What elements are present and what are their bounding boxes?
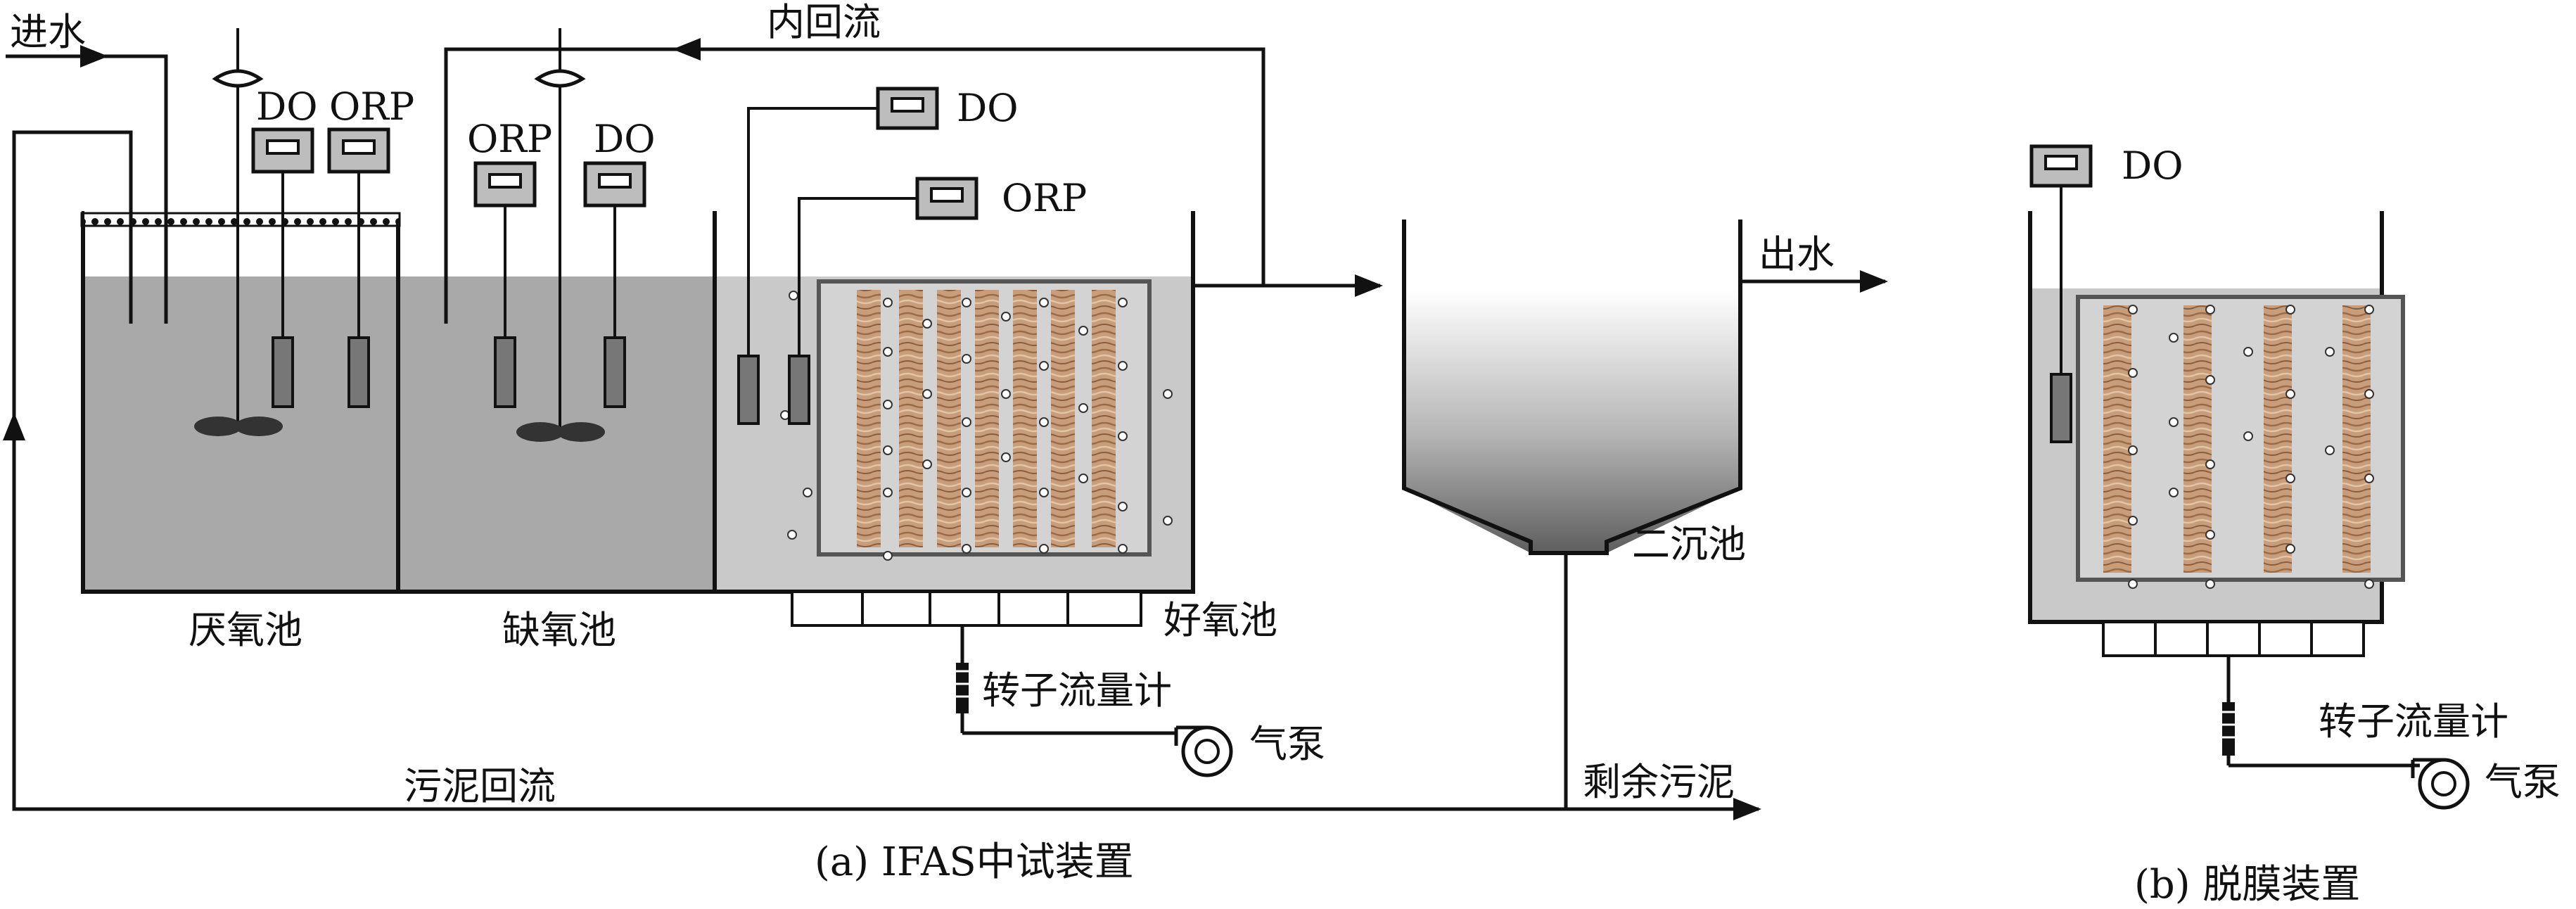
probe-icon <box>347 336 370 408</box>
air-pump-icon <box>2411 758 2470 810</box>
do-label-anoxic: DO <box>594 117 656 161</box>
clarifier-body <box>1404 290 1740 553</box>
probe-icon <box>788 355 810 425</box>
do-label-anaerobic: DO <box>256 84 318 129</box>
internal-reflux-pipe <box>444 47 1265 324</box>
air-diffuser-a <box>791 590 1142 627</box>
do-label-detach: DO <box>2122 144 2183 188</box>
meter-icon <box>473 161 537 208</box>
anaerobic-water <box>83 276 398 592</box>
air-pump-label-a: 气泵 <box>1249 722 1325 766</box>
caption-b: (b) 脱膜装置 <box>2134 862 2360 905</box>
secondary-clarifier-label: 二沉池 <box>1632 522 1746 566</box>
probe-icon <box>604 336 626 408</box>
probe-icon <box>737 355 760 425</box>
probe-icon <box>494 336 516 408</box>
anoxic-tank-label: 缺氧池 <box>502 608 616 652</box>
meter-icon <box>2029 144 2093 188</box>
clarifier-outline <box>1402 220 1742 555</box>
air-pump-label-b: 气泵 <box>2485 760 2561 804</box>
biofilm-carrier-strips <box>857 290 1116 547</box>
orp-label-aerobic: ORP <box>1002 176 1087 220</box>
meter-icon <box>251 127 314 174</box>
meter-icon <box>915 177 978 220</box>
air-bubbles-a <box>780 291 1173 561</box>
rotameter-icon <box>953 663 971 713</box>
probe-cable <box>747 107 878 356</box>
orp-label-anoxic: ORP <box>467 117 552 161</box>
excess-sludge-label: 剩余污泥 <box>1583 760 1735 804</box>
mixer-icon <box>516 28 605 442</box>
probe-cable <box>798 197 917 356</box>
air-diffuser-b <box>2102 621 2365 657</box>
air-bubbles-b <box>2128 305 2374 589</box>
effluent-label: 出水 <box>1759 232 1835 276</box>
do-label-aerobic: DO <box>957 86 1019 130</box>
aerobic-tank-label: 好氧池 <box>1163 598 1277 642</box>
meter-icon <box>876 87 939 130</box>
sludge-return-pipe <box>12 130 1568 811</box>
tank-a-outline <box>81 211 1195 594</box>
internal-reflux-label: 内回流 <box>767 0 881 44</box>
orp-label-anaerobic: ORP <box>329 84 414 129</box>
probe-icon <box>272 336 294 408</box>
mixer-icon <box>194 28 283 436</box>
probe-icon <box>2050 373 2072 443</box>
rotameter-icon <box>2219 702 2238 756</box>
anaerobic-tank-label: 厌氧池 <box>189 608 302 652</box>
rotameter-label-a: 转子流量计 <box>982 668 1172 713</box>
sludge-reflux-label: 污泥回流 <box>404 764 556 808</box>
meter-icon <box>327 127 390 174</box>
rotameter-label-b: 转子流量计 <box>2319 699 2508 744</box>
caption-a: (a) IFAS中试装置 <box>815 839 1134 885</box>
air-pump-icon <box>1174 725 1233 777</box>
meter-icon <box>583 161 646 208</box>
detach-carrier-strips <box>2103 305 2371 573</box>
inlet-label: 进水 <box>10 10 86 54</box>
